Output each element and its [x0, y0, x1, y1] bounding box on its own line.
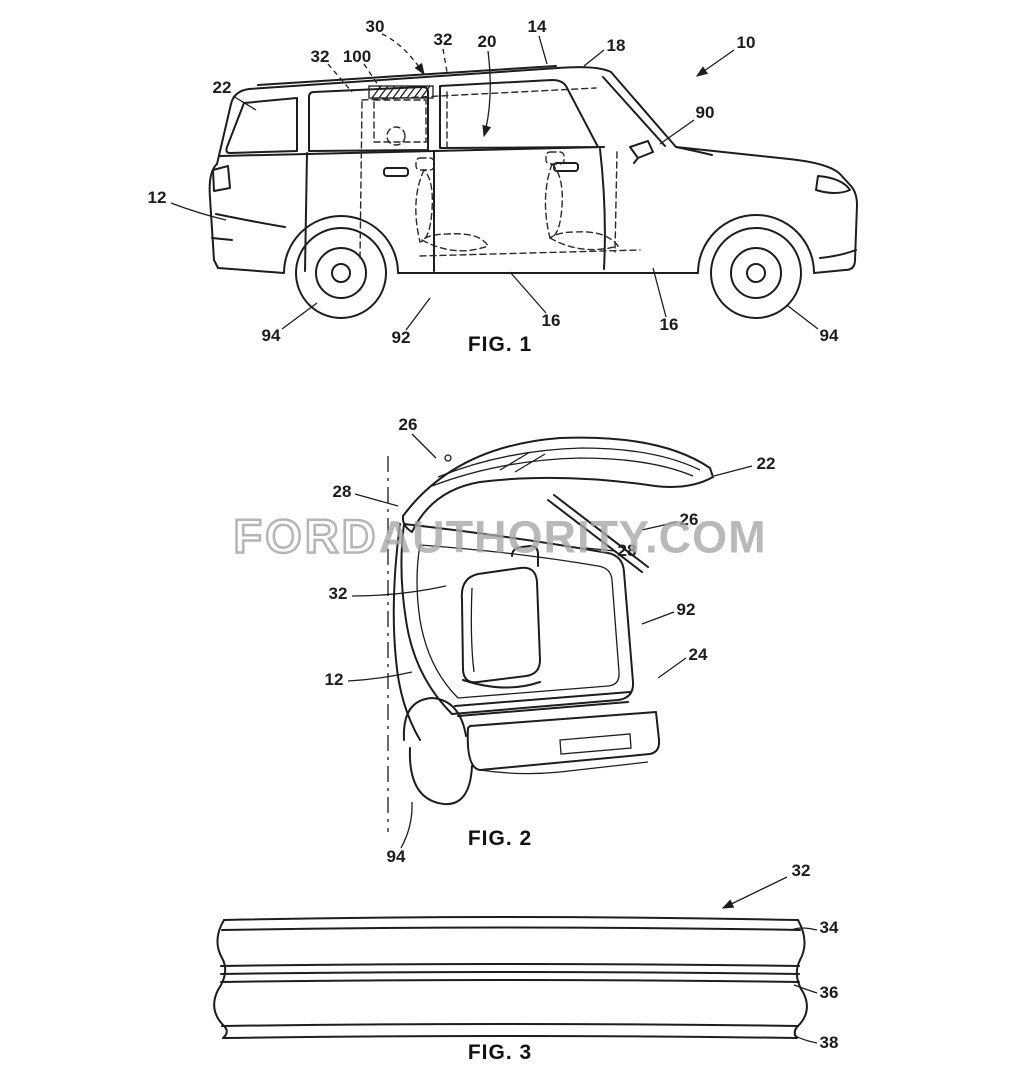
side-mirror: [629, 140, 654, 164]
fig3-caption: FIG. 3: [467, 1041, 533, 1064]
fig1-ref-90: 90: [695, 103, 715, 122]
front-door-window: [439, 79, 599, 149]
rear-seat: [460, 545, 541, 689]
fig2-ref-26b: 26: [679, 510, 699, 529]
front-wheel: [710, 227, 802, 319]
rear-wheel-partial: [408, 747, 473, 806]
fig1-ref-18: 18: [606, 36, 626, 55]
fig2-ref-92: 92: [676, 600, 696, 619]
fig1-ref-30: 30: [365, 17, 385, 36]
fig1-ref-20: 20: [477, 32, 497, 51]
fig3-ref-34: 34: [819, 918, 839, 937]
headlight: [815, 175, 851, 194]
fig3-ref-38: 38: [819, 1033, 839, 1052]
fig2-ref-32: 32: [328, 584, 348, 603]
rear-wheel: [295, 227, 387, 319]
fig2-ref-28a: 28: [332, 482, 352, 501]
fig1-caption: FIG. 1: [467, 333, 533, 356]
fig1-ref-16a: 16: [541, 311, 561, 330]
fig1-ref-32a: 32: [310, 47, 330, 66]
fig1-ref-14: 14: [527, 17, 547, 36]
fig1-suv-drawing: [170, 33, 858, 331]
fig2-ref-24: 24: [688, 645, 708, 664]
quarter-window: [225, 97, 298, 154]
cargo-opening: [400, 523, 635, 715]
fig2-ref-26a: 26: [398, 415, 418, 434]
gas-strut: [547, 494, 649, 573]
airbag-module: [368, 85, 434, 146]
fig3-layer-section-drawing: [213, 876, 818, 1044]
fig1-leaders: [170, 33, 819, 331]
fig2-ref-28b: 28: [617, 541, 637, 560]
fig1-ref-16b: 16: [659, 315, 679, 334]
fig3-leaders: [721, 876, 818, 1044]
fig1-ref-100: 100: [342, 47, 372, 66]
right-break-line: [793, 919, 808, 1039]
fig1-ref-32b: 32: [433, 30, 453, 49]
wheel-arch: [402, 697, 467, 741]
fig1-ref-92: 92: [391, 328, 411, 347]
fig2-ref-22: 22: [756, 454, 776, 473]
fig2-ref-94: 94: [386, 847, 406, 866]
fig1-ref-22: 22: [212, 78, 232, 97]
left-break-line: [213, 919, 228, 1039]
fig2-caption: FIG. 2: [467, 827, 533, 850]
fig1-ref-12: 12: [147, 188, 167, 207]
fig2-leaders: [347, 433, 753, 849]
interior-hidden-lines: [359, 87, 641, 259]
fig2-ref-12: 12: [324, 670, 344, 689]
fig1-ref-94a: 94: [261, 326, 281, 345]
door-handle: [553, 162, 579, 172]
rear-bumper: [466, 711, 661, 771]
taillight: [212, 165, 231, 192]
liftgate: [401, 436, 714, 533]
door-handle: [383, 167, 409, 177]
fig3-ref-32: 32: [791, 861, 811, 880]
fig1-ref-94b: 94: [819, 326, 839, 345]
fig3-ref-36: 36: [819, 983, 839, 1002]
fig1-ref-10: 10: [736, 33, 756, 52]
fig2-liftgate-drawing: [347, 433, 753, 849]
